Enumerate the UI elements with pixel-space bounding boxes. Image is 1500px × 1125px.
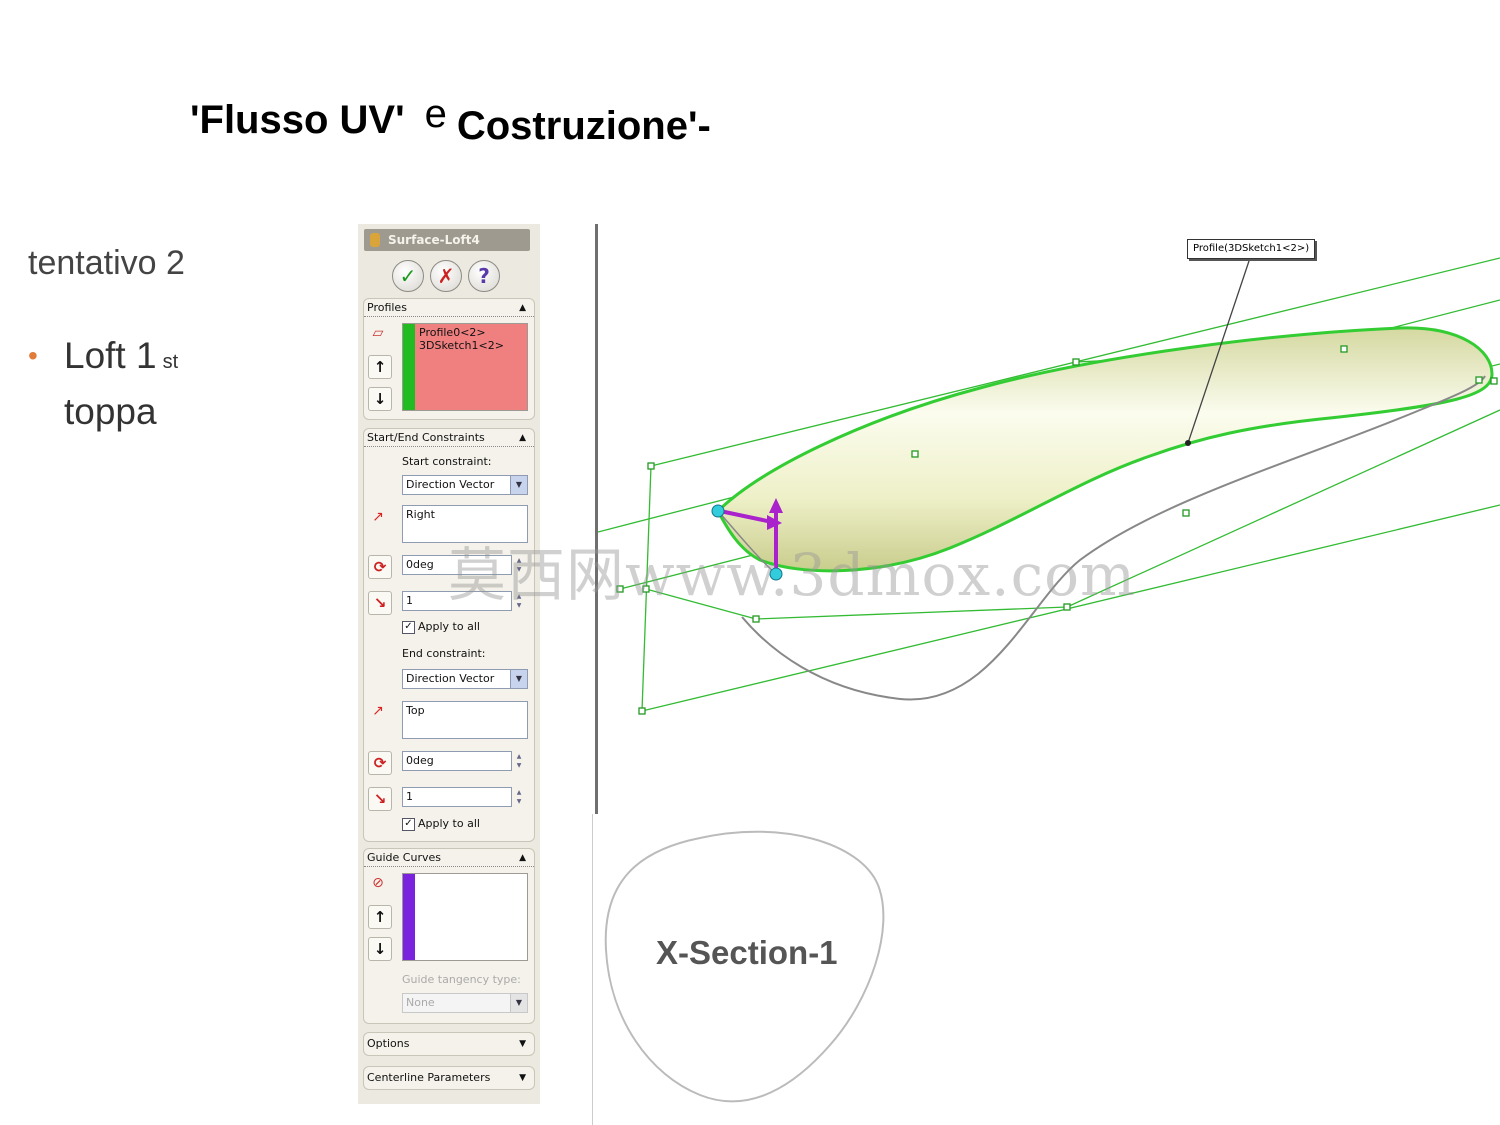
- end-constraint-select[interactable]: Direction Vector ▼: [402, 669, 528, 689]
- profiles-header-text: Profiles: [367, 301, 407, 314]
- collapse-caret-icon[interactable]: ▲: [519, 303, 526, 313]
- start-length-field[interactable]: 1 ▲▼: [402, 591, 521, 611]
- expand-caret-icon[interactable]: ▼: [519, 1073, 526, 1083]
- callout-leader: [1187, 257, 1251, 444]
- list-item[interactable]: Profile0<2>: [419, 326, 486, 339]
- start-constraint-select[interactable]: Direction Vector ▼: [402, 475, 528, 495]
- loft-feature-icon: [370, 233, 380, 247]
- start-angle-value: 0deg: [406, 558, 434, 571]
- bullet-line-2: toppa: [64, 391, 157, 432]
- bullet-main: Loft 1: [64, 335, 157, 376]
- guide-curves-group: Guide Curves ▲ ⊘ ↑ ↓ Guide tangency type:…: [363, 848, 535, 1024]
- direction-arrow-icon: ↗: [372, 509, 384, 525]
- end-apply-label: Apply to all: [418, 817, 480, 830]
- watermark: 莫西网www.3dmox.com: [448, 541, 1136, 609]
- reverse-direction-icon[interactable]: ⟳: [368, 555, 392, 579]
- start-angle-field[interactable]: 0deg ▲▼: [402, 555, 521, 575]
- profiles-group: Profiles ▲ ▱ ↑ ↓ Profile0<2> 3DSketch1<2>: [363, 298, 535, 420]
- end-vector-field[interactable]: Top: [402, 701, 528, 739]
- direction-vector-icon[interactable]: [711, 498, 783, 581]
- xsection-label: X-Section-1: [656, 934, 838, 971]
- move-up-button[interactable]: ↑: [368, 355, 392, 379]
- property-manager: Surface-Loft4 ✓ ✗ ? Profiles ▲ ▱ ↑ ↓ Prof…: [358, 224, 540, 1104]
- ok-button[interactable]: ✓: [392, 260, 424, 292]
- end-constraint-label: End constraint:: [402, 647, 486, 660]
- spin-arrows-icon[interactable]: ▲▼: [516, 557, 522, 573]
- profiles-color-bar: [403, 324, 415, 410]
- reverse-direction-icon[interactable]: ⟳: [368, 751, 392, 775]
- move-down-button[interactable]: ↓: [368, 387, 392, 411]
- start-constraint-value: Direction Vector: [406, 478, 495, 491]
- end-angle-field[interactable]: 0deg ▲▼: [402, 751, 521, 771]
- bullet-dot-icon: •: [28, 340, 38, 371]
- end-length-value: 1: [406, 790, 413, 803]
- start-apply-label: Apply to all: [418, 620, 480, 633]
- spin-arrows-icon[interactable]: ▲▼: [516, 789, 522, 805]
- start-vector-field[interactable]: Right: [402, 505, 528, 543]
- constraints-group: Start/End Constraints ▲ Start constraint:…: [363, 428, 535, 842]
- start-length-value: 1: [406, 594, 413, 607]
- constraints-header[interactable]: Start/End Constraints ▲: [364, 429, 534, 447]
- start-apply-checkbox[interactable]: ✓: [402, 621, 415, 634]
- centerline-group[interactable]: Centerline Parameters ▼: [363, 1066, 535, 1090]
- constraints-header-text: Start/End Constraints: [367, 431, 485, 444]
- centerline-header-text: Centerline Parameters: [367, 1071, 491, 1084]
- title-part-1: 'Flusso UV': [190, 98, 405, 142]
- end-apply-checkbox[interactable]: ✓: [402, 818, 415, 831]
- spin-arrows-icon[interactable]: ▲▼: [516, 593, 522, 609]
- feature-title-text: Surface-Loft4: [388, 233, 480, 247]
- title-part-2: e: [424, 92, 447, 136]
- profiles-header[interactable]: Profiles ▲: [364, 299, 534, 317]
- guide-curves-color-bar: [403, 874, 415, 960]
- options-group[interactable]: Options ▼: [363, 1032, 535, 1056]
- cross-section-outline: [604, 830, 885, 1103]
- panel-splitter-lower: [592, 814, 593, 1125]
- title-part-3: Costruzione'-: [456, 104, 711, 148]
- collapse-caret-icon[interactable]: ▲: [519, 433, 526, 443]
- end-angle-value: 0deg: [406, 754, 434, 767]
- help-button[interactable]: ?: [468, 260, 500, 292]
- guide-tangency-select[interactable]: None ▼: [402, 993, 528, 1013]
- guide-curve: [741, 375, 1486, 701]
- graphics-viewport[interactable]: [598, 224, 1500, 1125]
- options-header-text: Options: [367, 1037, 410, 1050]
- move-up-button[interactable]: ↑: [368, 905, 392, 929]
- direction-arrow-icon: ↗: [372, 703, 384, 719]
- guide-curves-header[interactable]: Guide Curves ▲: [364, 849, 534, 867]
- end-constraint-value: Direction Vector: [406, 672, 495, 685]
- guide-curves-header-text: Guide Curves: [367, 851, 441, 864]
- slide-subtitle: tentativo 2: [28, 244, 185, 282]
- guide-curve-select-icon: ⊘: [372, 875, 384, 891]
- end-length-field[interactable]: 1 ▲▼: [402, 787, 521, 807]
- sketch-points[interactable]: [616, 345, 1498, 715]
- chevron-down-icon[interactable]: ▼: [510, 476, 527, 494]
- profile-select-icon: ▱: [372, 325, 384, 341]
- collapse-caret-icon[interactable]: ▲: [519, 853, 526, 863]
- start-constraint-label: Start constraint:: [402, 455, 492, 468]
- cancel-button[interactable]: ✗: [430, 260, 462, 292]
- expand-caret-icon[interactable]: ▼: [519, 1039, 526, 1049]
- chevron-down-icon[interactable]: ▼: [510, 670, 527, 688]
- tangent-length-icon: ↘: [368, 787, 392, 811]
- guide-tangency-value: None: [406, 996, 435, 1009]
- tangent-length-icon: ↘: [368, 591, 392, 615]
- profile-callout[interactable]: Profile(3DSketch1<2>): [1187, 239, 1316, 259]
- move-down-button[interactable]: ↓: [368, 937, 392, 961]
- panel-splitter[interactable]: [595, 224, 598, 814]
- list-item[interactable]: 3DSketch1<2>: [419, 339, 504, 352]
- profile-curve: [717, 510, 776, 574]
- profiles-list[interactable]: Profile0<2> 3DSketch1<2>: [402, 323, 528, 411]
- guide-tangency-label: Guide tangency type:: [402, 973, 521, 986]
- spin-arrows-icon[interactable]: ▲▼: [516, 753, 522, 769]
- chevron-down-icon[interactable]: ▼: [510, 994, 527, 1012]
- guide-curves-list[interactable]: [402, 873, 528, 961]
- leader-anchor-point: [1185, 440, 1191, 446]
- feature-title: Surface-Loft4: [364, 229, 530, 251]
- bullet-superscript: st: [162, 351, 179, 373]
